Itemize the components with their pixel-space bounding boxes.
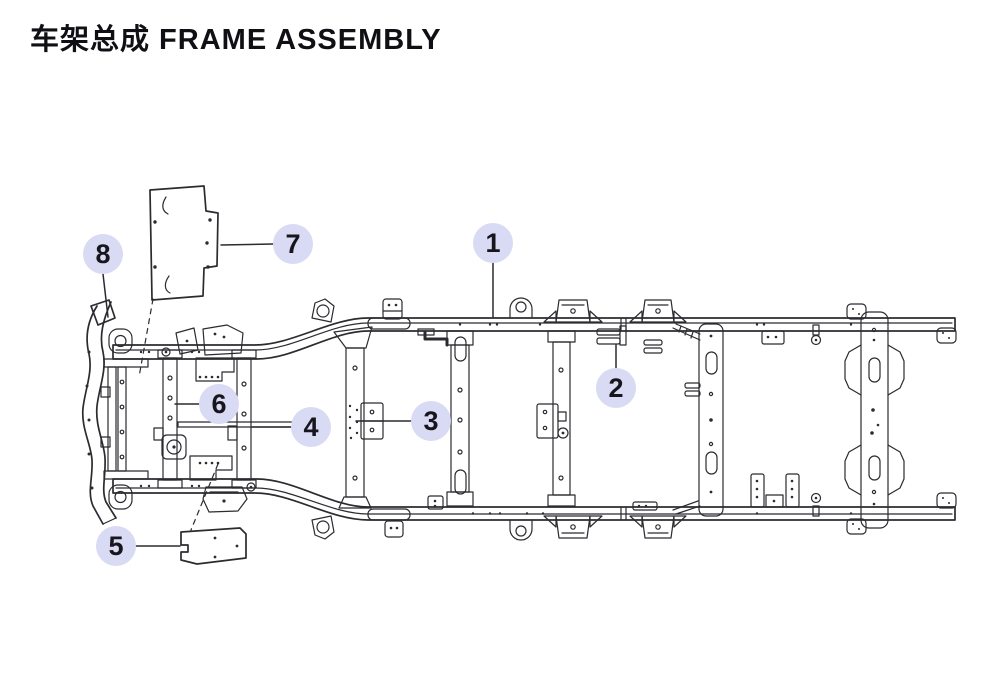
bumper-top-bracket xyxy=(90,299,116,326)
part-7-skid-plate xyxy=(149,185,219,301)
assembly-dashed-lines xyxy=(138,298,219,531)
rear-rail-hardware xyxy=(750,324,822,517)
engine-mount-brackets xyxy=(175,324,248,513)
callout-4-number: 4 xyxy=(303,411,319,442)
rear-mid-crossmember xyxy=(684,323,724,517)
callout-4[interactable]: 4 xyxy=(291,407,331,447)
body-mounts xyxy=(543,299,687,539)
callout-2-number: 2 xyxy=(608,372,624,403)
part-5-skid-plate xyxy=(180,527,247,565)
page-title: 车架总成 FRAME ASSEMBLY xyxy=(30,24,442,56)
main-rails xyxy=(112,317,956,521)
mid-crossmember xyxy=(536,330,576,507)
kick-shackle-hooks xyxy=(311,298,335,540)
callout-1-number: 1 xyxy=(485,227,501,258)
callout-7[interactable]: 7 xyxy=(273,224,313,264)
callout-2[interactable]: 2 xyxy=(596,368,636,408)
callout-8-number: 8 xyxy=(95,238,111,269)
crossmember-3 xyxy=(333,326,384,509)
tow-hooks xyxy=(108,328,133,510)
spring-hanger-gussets xyxy=(632,323,701,515)
rail-pads xyxy=(367,298,411,538)
callout-6[interactable]: 6 xyxy=(199,384,239,424)
front-crossmember xyxy=(100,358,149,480)
rear-crossmember xyxy=(844,311,905,529)
callout-7-number: 7 xyxy=(285,228,301,259)
bolt-heads xyxy=(161,347,256,492)
callout-leader-lines xyxy=(102,243,617,547)
bracket-2 xyxy=(596,325,627,346)
callout-8[interactable]: 8 xyxy=(83,234,123,274)
front-bumper-bar xyxy=(81,299,117,525)
stabilizer-rod xyxy=(177,421,304,428)
callout-3[interactable]: 3 xyxy=(411,401,451,441)
callout-5-number: 5 xyxy=(108,530,124,561)
callout-3-number: 3 xyxy=(423,405,439,436)
callout-1[interactable]: 1 xyxy=(473,223,513,263)
mid-shackle-rings xyxy=(509,297,533,541)
callout-5[interactable]: 5 xyxy=(96,526,136,566)
transmission-crossmember xyxy=(446,330,474,507)
crossmember-6 xyxy=(153,349,187,489)
callout-6-number: 6 xyxy=(211,388,227,419)
rail-end-brackets xyxy=(846,303,957,535)
